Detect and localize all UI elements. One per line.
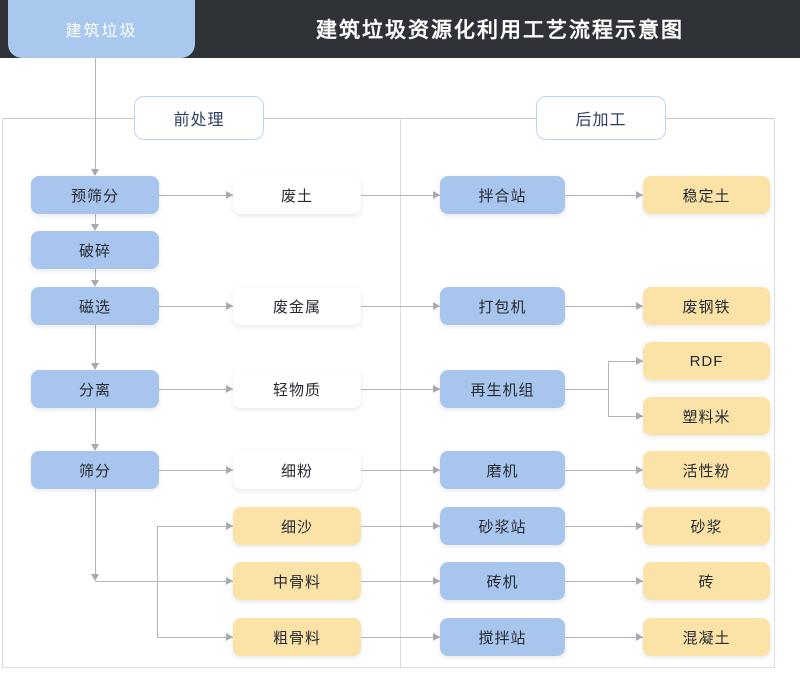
connector-aggregate-riser bbox=[157, 526, 158, 637]
arrowhead-to-coarse-agg bbox=[226, 633, 233, 641]
connector-baler-to-scrap-steel bbox=[565, 306, 643, 307]
node-mortar[interactable]: 砂浆 bbox=[643, 507, 770, 545]
node-magnetic-separation[interactable]: 磁选 bbox=[31, 287, 159, 325]
arrowhead-baler-to-scrap-steel bbox=[636, 302, 643, 310]
arrowhead-separate-to-screen bbox=[91, 444, 99, 451]
arrowhead-brick-machine-to-brick bbox=[636, 577, 643, 585]
connector-fine-sand-to-mortar-station bbox=[360, 526, 440, 527]
connector-mortar-station-to-mortar bbox=[565, 526, 643, 527]
stage-label-postprocessing[interactable]: 后加工 bbox=[536, 96, 666, 140]
node-stabilized-soil[interactable]: 稳定土 bbox=[643, 176, 770, 214]
node-screening[interactable]: 筛分 bbox=[31, 451, 159, 489]
connector-coarse-agg-to-concrete-station bbox=[360, 637, 440, 638]
node-mortar-station[interactable]: 砂浆站 bbox=[440, 507, 565, 545]
connector-magnetic-to-waste-metal bbox=[159, 306, 233, 307]
node-light-matter[interactable]: 轻物质 bbox=[233, 370, 361, 408]
connector-light-matter-to-regen bbox=[360, 389, 440, 390]
node-waste-metal[interactable]: 废金属 bbox=[233, 287, 361, 325]
connector-regen-riser bbox=[608, 361, 609, 416]
node-crush[interactable]: 破碎 bbox=[31, 231, 159, 269]
arrowhead-magnetic-to-separate bbox=[91, 363, 99, 370]
arrowhead-mortar-station-to-mortar bbox=[636, 522, 643, 530]
diagram-canvas bbox=[2, 118, 775, 668]
node-baler[interactable]: 打包机 bbox=[440, 287, 565, 325]
connector-magnetic-to-separate bbox=[95, 325, 96, 363]
connector-prescreen-to-waste-soil bbox=[159, 195, 233, 196]
node-pre-screen[interactable]: 预筛分 bbox=[31, 176, 159, 214]
connector-concrete-station-to-concrete bbox=[565, 637, 643, 638]
node-rdf[interactable]: RDF bbox=[643, 342, 770, 380]
connector-screen-to-aggregate-bus bbox=[95, 489, 96, 574]
arrowhead-medium-agg-to-brick-machine bbox=[433, 577, 440, 585]
connector-aggregate-bus-horizontal bbox=[95, 581, 233, 582]
arrowhead-to-fine-sand bbox=[226, 522, 233, 530]
connector-regen-stem bbox=[565, 389, 608, 390]
arrowhead-magnetic-to-waste-metal bbox=[226, 302, 233, 310]
node-separation[interactable]: 分离 bbox=[31, 370, 159, 408]
node-mixing-station[interactable]: 拌合站 bbox=[440, 176, 565, 214]
arrowhead-concrete-station-to-concrete bbox=[636, 633, 643, 641]
stage-divider bbox=[400, 118, 401, 668]
arrowhead-to-medium-agg bbox=[226, 577, 233, 585]
connector-source-to-prescreen bbox=[95, 58, 96, 169]
connector-medium-agg-to-brick-machine bbox=[360, 581, 440, 582]
node-plastic-pellet[interactable]: 塑料米 bbox=[643, 397, 770, 435]
connector-separate-to-screen bbox=[95, 408, 96, 444]
source-tab-construction-waste[interactable]: 建筑垃圾 bbox=[8, 0, 195, 58]
connector-aggregate-to-fine-sand bbox=[157, 526, 233, 527]
arrowhead-source-to-prescreen bbox=[91, 169, 99, 176]
arrowhead-fine-powder-to-grinder bbox=[433, 466, 440, 474]
node-fine-sand[interactable]: 细沙 bbox=[233, 507, 361, 545]
connector-prescreen-to-crush bbox=[95, 214, 96, 224]
node-regeneration-unit[interactable]: 再生机组 bbox=[440, 370, 565, 408]
connector-brick-machine-to-brick bbox=[565, 581, 643, 582]
connector-crush-to-magnetic bbox=[95, 269, 96, 280]
arrowhead-coarse-agg-to-concrete-station bbox=[433, 633, 440, 641]
arrowhead-regen-to-rdf bbox=[636, 357, 643, 365]
connector-separate-to-light-matter bbox=[159, 389, 233, 390]
connector-grinder-to-active-powder bbox=[565, 470, 643, 471]
arrowhead-separate-to-light-matter bbox=[226, 385, 233, 393]
node-coarse-aggregate[interactable]: 粗骨料 bbox=[233, 618, 361, 656]
node-medium-aggregate[interactable]: 中骨料 bbox=[233, 562, 361, 600]
arrowhead-prescreen-to-waste-soil bbox=[226, 191, 233, 199]
arrowhead-regen-to-plastic-pellet bbox=[636, 412, 643, 420]
node-brick[interactable]: 砖 bbox=[643, 562, 770, 600]
node-active-powder[interactable]: 活性粉 bbox=[643, 451, 770, 489]
node-brick-machine[interactable]: 砖机 bbox=[440, 562, 565, 600]
arrowhead-screen-to-fine-powder bbox=[226, 466, 233, 474]
connector-screen-to-fine-powder bbox=[159, 470, 233, 471]
arrowhead-screen-to-aggregate-bus bbox=[91, 574, 99, 581]
node-scrap-steel[interactable]: 废钢铁 bbox=[643, 287, 770, 325]
connector-waste-soil-to-mixing bbox=[360, 195, 440, 196]
page-title: 建筑垃圾资源化利用工艺流程示意图 bbox=[316, 19, 684, 42]
arrowhead-prescreen-to-crush bbox=[91, 224, 99, 231]
connector-regen-to-plastic-pellet bbox=[608, 416, 643, 417]
node-concrete[interactable]: 混凝土 bbox=[643, 618, 770, 656]
connector-mixing-to-stabilized-soil bbox=[565, 195, 643, 196]
connector-aggregate-to-coarse-agg bbox=[157, 637, 233, 638]
node-waste-soil[interactable]: 废土 bbox=[233, 176, 361, 214]
arrowhead-waste-metal-to-baler bbox=[433, 302, 440, 310]
connector-regen-to-rdf bbox=[608, 361, 643, 362]
node-grinder[interactable]: 磨机 bbox=[440, 451, 565, 489]
arrowhead-fine-sand-to-mortar-station bbox=[433, 522, 440, 530]
connector-waste-metal-to-baler bbox=[360, 306, 440, 307]
arrowhead-mixing-to-stabilized-soil bbox=[636, 191, 643, 199]
connector-fine-powder-to-grinder bbox=[360, 470, 440, 471]
arrowhead-crush-to-magnetic bbox=[91, 280, 99, 287]
stage-label-pretreatment[interactable]: 前处理 bbox=[134, 96, 264, 140]
node-fine-powder[interactable]: 细粉 bbox=[233, 451, 361, 489]
node-concrete-station[interactable]: 搅拌站 bbox=[440, 618, 565, 656]
arrowhead-grinder-to-active-powder bbox=[636, 466, 643, 474]
arrowhead-waste-soil-to-mixing bbox=[433, 191, 440, 199]
arrowhead-light-matter-to-regen bbox=[433, 385, 440, 393]
